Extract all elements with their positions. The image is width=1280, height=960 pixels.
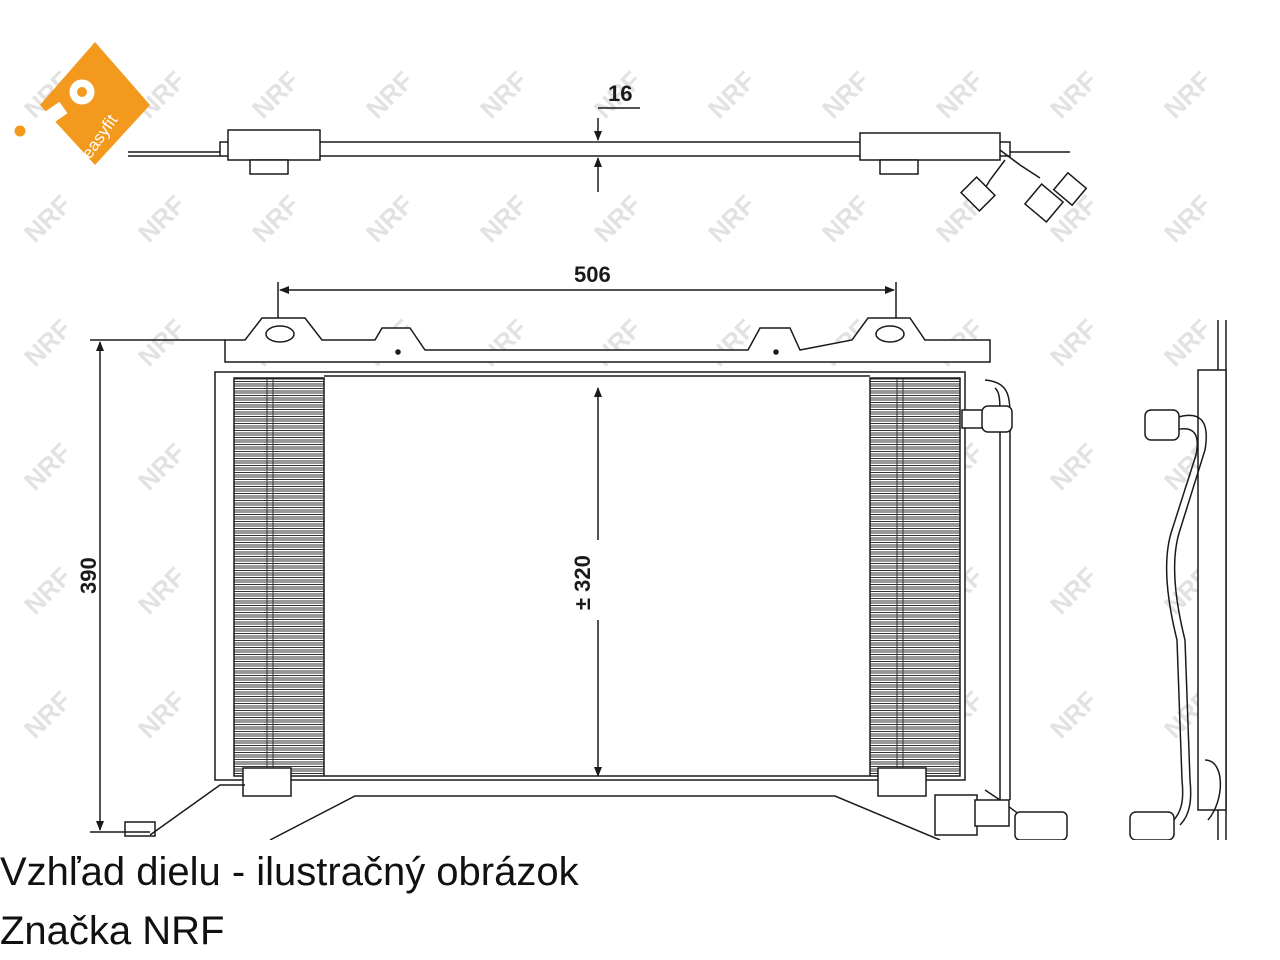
watermark-text: NRF: [1158, 189, 1217, 248]
caption-brand: Značka NRF: [0, 909, 225, 953]
watermark-text: NRF: [816, 189, 875, 248]
watermark-text: NRF: [474, 65, 533, 124]
watermark-text: NRF: [1044, 685, 1103, 744]
height-dimension-label: 390: [76, 557, 101, 594]
watermark-text: NRF: [1044, 65, 1103, 124]
thickness-dimension: [594, 107, 640, 192]
watermark-text: NRF: [18, 189, 77, 248]
watermark-text: NRF: [18, 685, 77, 744]
core-height-dimension-label: ± 320: [570, 555, 595, 610]
watermark-text: NRF: [132, 189, 191, 248]
top-view: [128, 129, 1088, 224]
watermark-text: NRF: [360, 189, 419, 248]
watermark-text: NRF: [1044, 437, 1103, 496]
watermark-text: NRF: [132, 437, 191, 496]
watermark-text: NRF: [132, 313, 191, 372]
watermark-text: NRF: [1158, 313, 1217, 372]
watermark-text: NRF: [474, 189, 533, 248]
watermark-text: NRF: [816, 65, 875, 124]
watermark-text: NRF: [132, 561, 191, 620]
easyfit-logo: easyfit: [11, 42, 150, 165]
watermark-text: NRF: [588, 189, 647, 248]
side-view: [1129, 320, 1227, 840]
watermark-text: NRF: [18, 561, 77, 620]
watermark-text: NRF: [132, 685, 191, 744]
watermark-text: NRF: [1044, 313, 1103, 372]
watermark-text: NRF: [360, 65, 419, 124]
watermark-text: NRF: [246, 65, 305, 124]
watermark-text: NRF: [474, 313, 533, 372]
watermark-text: NRF: [1158, 65, 1217, 124]
watermark-text: NRF: [930, 65, 989, 124]
condenser-technical-drawing: NRF NRF NRF NRF NRF NRF NRF NRF NRF NRF NRF NRF NRF N…: [11, 42, 1227, 840]
thickness-dimension-label: 16: [608, 81, 632, 106]
wrench-icon: [11, 79, 95, 148]
easyfit-logo-diamond: [40, 42, 150, 165]
caption-illustrative-image: Vzhľad dielu - ilustračný obrázok: [0, 850, 579, 894]
width-dimension-label: 506: [574, 262, 611, 287]
watermark-text: NRF: [588, 313, 647, 372]
watermark-text: NRF: [18, 313, 77, 372]
watermark-text: NRF: [18, 437, 77, 496]
width-dimension: [277, 282, 897, 330]
watermark-text: NRF: [702, 65, 761, 124]
height-dimension: [90, 339, 225, 833]
watermark-text: NRF: [246, 189, 305, 248]
watermark-text: NRF: [702, 189, 761, 248]
watermark-text: NRF: [1044, 561, 1103, 620]
